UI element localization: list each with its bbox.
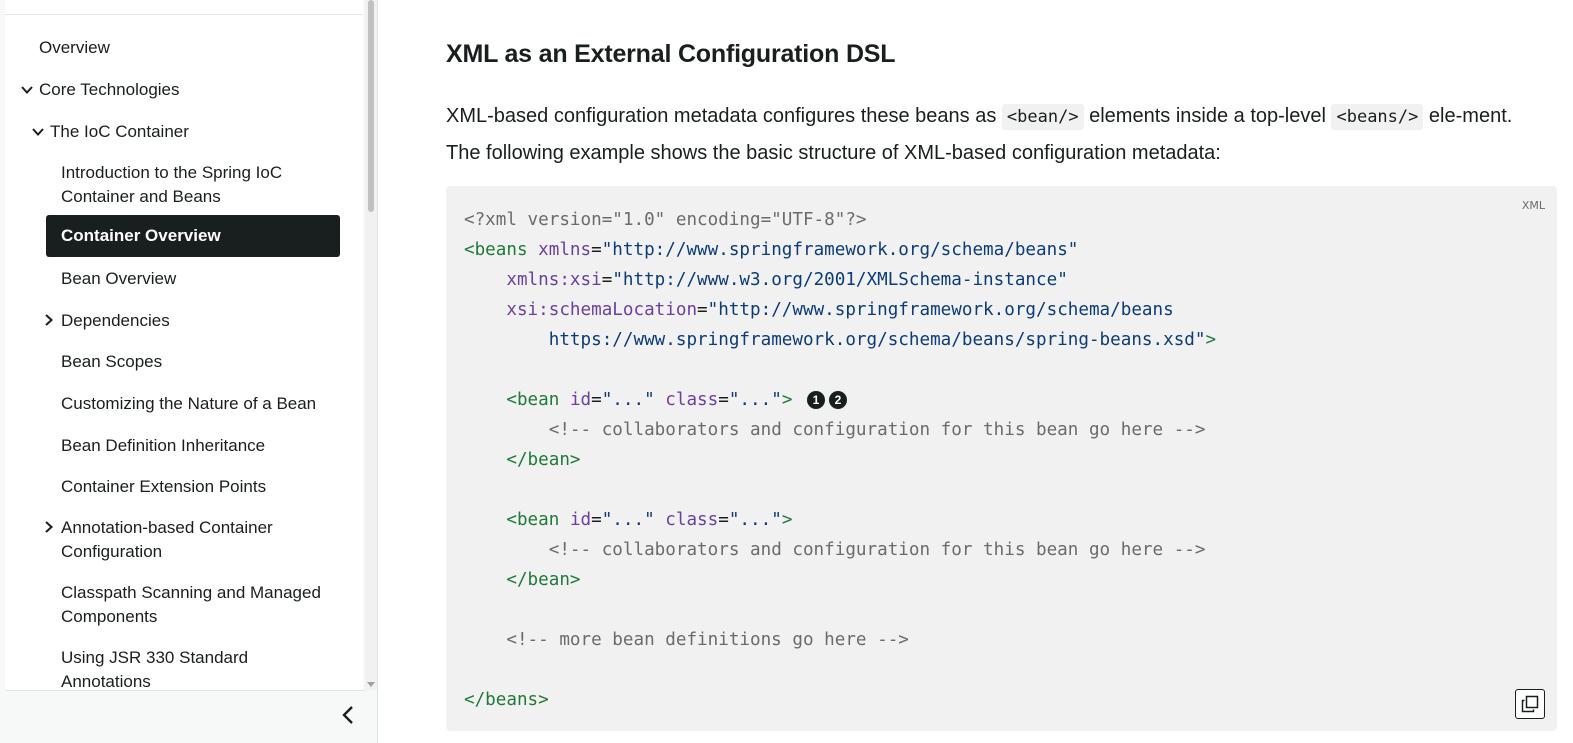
- nav-item-label: Annotations: [61, 671, 151, 691]
- code-line: <?xml version="1.0" encoding="UTF-8"?>: [464, 210, 867, 230]
- nav-item-label: Components: [61, 606, 158, 626]
- sidebar-nav: [5, 0, 363, 690]
- code-line: xsi:schemaLocation="http://www.springfra…: [506, 300, 1174, 320]
- inline-code-beans: <beans/>: [1331, 104, 1424, 130]
- nav-item-label: Container and Beans: [61, 186, 221, 206]
- chevron-down-icon[interactable]: [31, 125, 45, 139]
- code-language-label: XML: [1521, 199, 1545, 212]
- code-line: <!-- more bean definitions go here -->: [506, 630, 909, 650]
- copy-button[interactable]: [1515, 689, 1545, 719]
- code-line: </beans>: [464, 690, 549, 710]
- sidebar: Overview Core Technologies The IoC Conta…: [0, 0, 378, 743]
- scroll-down-arrow-icon[interactable]: [366, 676, 376, 687]
- chevron-right-icon[interactable]: [42, 313, 56, 327]
- inline-code-bean: <bean/>: [1001, 104, 1084, 130]
- intro-paragraph: XML-based configuration metadata configu…: [446, 98, 1536, 171]
- nav-item-overview[interactable]: Overview: [39, 38, 110, 57]
- code-line: <!-- collaborators and configuration for…: [548, 420, 1206, 440]
- sidebar-divider: [5, 14, 363, 15]
- nav-item-ioc-container[interactable]: The IoC Container: [50, 122, 189, 141]
- callout-2: 2: [829, 391, 847, 409]
- nav-item-dependencies[interactable]: Dependencies: [61, 311, 170, 330]
- chevron-right-icon[interactable]: [42, 520, 56, 534]
- section-heading: XML as an External Configuration DSL: [446, 40, 896, 68]
- nav-item-label: Annotation-based Container: [61, 518, 273, 537]
- code-line: xmlns:xsi="http://www.w3.org/2001/XMLSch…: [506, 270, 1068, 290]
- nav-item-bean-scopes[interactable]: Bean Scopes: [61, 352, 163, 371]
- chevron-left-icon[interactable]: [336, 702, 360, 728]
- paragraph-text: elements inside a top-level: [1083, 105, 1332, 127]
- code-block: XML <?xml version="1.0" encoding="UTF-8"…: [446, 186, 1557, 731]
- paragraph-text: XML-based configuration metadata configu…: [446, 105, 1002, 127]
- code-line: </bean>: [506, 570, 581, 590]
- callout-1: 1: [807, 391, 825, 409]
- nav-item-label: Classpath Scanning and Managed: [61, 583, 321, 602]
- nav-item-label: Introduction to the Spring IoC: [61, 163, 283, 182]
- sidebar-footer: [5, 690, 365, 741]
- paragraph-text: ele-ment. The following example shows th…: [446, 105, 1513, 164]
- nav-item-label: Using JSR 330 Standard: [61, 648, 249, 667]
- chevron-down-icon[interactable]: [20, 83, 34, 97]
- nav-item-classpath-scanning[interactable]: Classpath Scanning and Managed Component…: [61, 581, 321, 628]
- code-line: https://www.springframework.org/schema/b…: [548, 330, 1217, 350]
- nav-item-label: Configuration: [61, 541, 163, 561]
- nav-item-container-overview[interactable]: Container Overview: [46, 215, 340, 257]
- code-line: <bean id="..." class="...">: [506, 510, 793, 530]
- nav-item-bean-overview[interactable]: Bean Overview: [61, 269, 177, 288]
- nav-item-bean-definition-inheritance[interactable]: Bean Definition Inheritance: [61, 436, 266, 455]
- sidebar-scrollbar-thumb[interactable]: [368, 0, 374, 212]
- nav-item-customizing[interactable]: Customizing the Nature of a Bean: [61, 394, 317, 413]
- nav-item-container-extension-points[interactable]: Container Extension Points: [61, 477, 267, 496]
- code-line: </bean>: [506, 450, 581, 470]
- code-line: <beans xmlns="http://www.springframework…: [464, 240, 1079, 260]
- code-line: <!-- collaborators and configuration for…: [548, 540, 1206, 560]
- nav-item-core-technologies[interactable]: Core Technologies: [39, 80, 180, 99]
- nav-item-introduction[interactable]: Introduction to the Spring IoC Container…: [61, 161, 282, 208]
- nav-item-jsr330[interactable]: Using JSR 330 Standard Annotations: [61, 646, 248, 693]
- nav-item-annotation-config[interactable]: Annotation-based Container Configuration: [61, 516, 273, 563]
